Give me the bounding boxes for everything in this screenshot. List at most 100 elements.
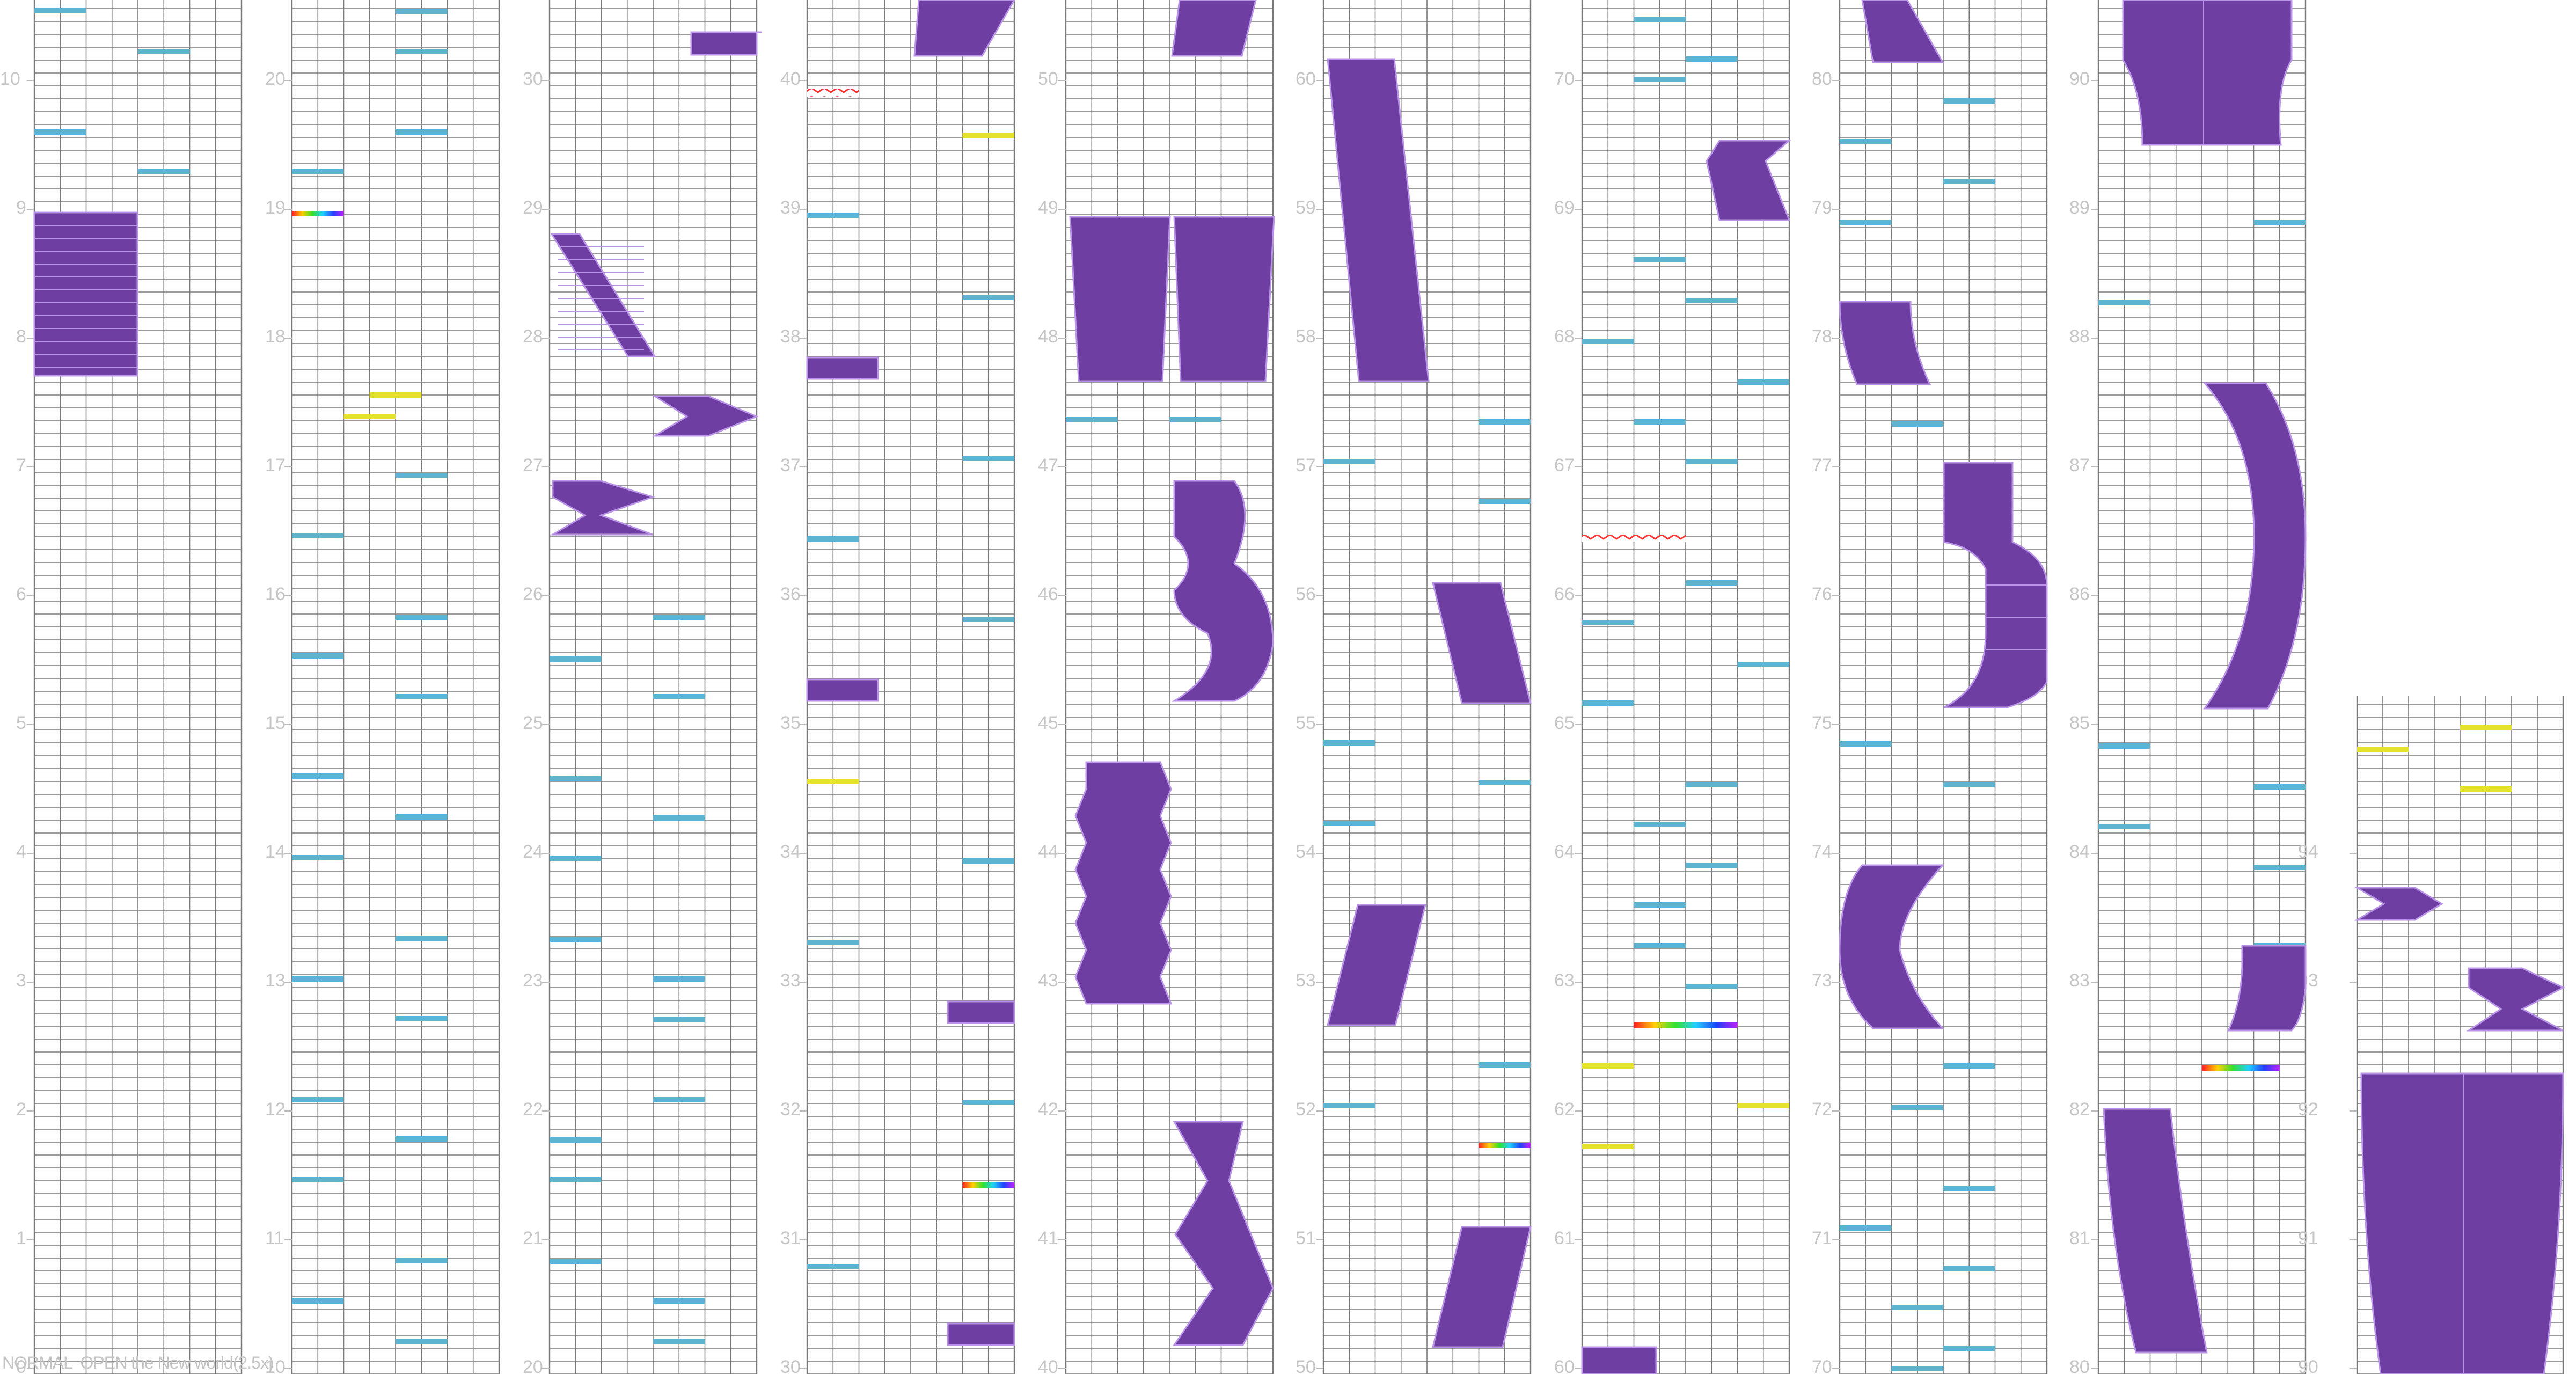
mode-indicator: NORMAL [2, 1353, 72, 1372]
tap-note [396, 936, 448, 941]
measure-number: 75 [1812, 713, 1832, 733]
measure-number: 63 [1554, 970, 1575, 991]
measure-number: 71 [1812, 1228, 1832, 1248]
measure-number: 26 [523, 584, 543, 604]
tap-note [2098, 824, 2150, 829]
measure-number: 70 [1554, 69, 1575, 89]
measure-number: 52 [1296, 1099, 1316, 1120]
tap-note [138, 169, 190, 174]
tap-note [1479, 780, 1531, 785]
tap-note [1840, 741, 1892, 747]
hold-note [1069, 216, 1171, 382]
measure-number: 1 [16, 1228, 26, 1248]
measure-number: 8 [16, 326, 26, 347]
tap-note [1582, 339, 1634, 344]
measure-number: 41 [1038, 1228, 1058, 1248]
measure-number: 11 [265, 1228, 284, 1248]
measure-number: 49 [1038, 198, 1058, 218]
tap-note [1634, 257, 1686, 262]
tap-note [653, 615, 705, 620]
measure-number: 42 [1038, 1099, 1058, 1120]
rainbow-note [962, 1182, 1014, 1188]
status-bar: NORMAL OPEN the New world(2.5x) [2, 1353, 274, 1373]
tap-note [1634, 943, 1686, 948]
tap-note [962, 295, 1014, 300]
tap-note [653, 976, 705, 982]
hold-note [1861, 0, 1944, 63]
measure-number: 79 [1812, 198, 1832, 218]
measure-number: 16 [265, 584, 286, 604]
tap-note [653, 1017, 705, 1022]
tap-note [1323, 459, 1375, 464]
measure-number: 12 [265, 1099, 286, 1120]
hold-note [690, 31, 762, 56]
hold-note [806, 356, 879, 380]
status-text: OPEN the New world(2.5x) [80, 1353, 274, 1372]
tap-note [396, 814, 448, 820]
measure-number: 94 [2298, 842, 2318, 862]
hold-note [1839, 864, 1945, 1029]
tap-note [653, 1298, 705, 1304]
tap-note [1840, 1225, 1892, 1231]
measure-number: 51 [1296, 1228, 1316, 1248]
measure-number: 47 [1038, 455, 1058, 476]
tap-note [292, 855, 344, 860]
hold-note [1581, 1346, 1657, 1374]
measure-number: 70 [1812, 1357, 1832, 1374]
measure-number: 57 [1296, 455, 1316, 476]
tap-note [962, 1100, 1014, 1105]
measure-number: 90 [2069, 69, 2090, 89]
tap-note [396, 473, 448, 478]
tap-note [653, 1097, 705, 1102]
tap-note [2253, 865, 2306, 870]
tap-note [1169, 417, 1221, 422]
measure-number: 53 [1296, 970, 1316, 991]
tap-note [396, 9, 448, 14]
flick-note [2357, 747, 2409, 752]
measure-number: 43 [1038, 970, 1058, 991]
measure-number: 14 [265, 842, 286, 862]
hold-note [550, 480, 655, 536]
measure-number: 80 [2069, 1357, 2090, 1374]
measure-number: 44 [1038, 842, 1058, 862]
tap-note [292, 976, 344, 982]
measure-number: 83 [2069, 970, 2090, 991]
measure-number: 40 [1038, 1357, 1058, 1374]
flick-note [2460, 725, 2512, 730]
tap-note [1634, 902, 1686, 908]
measure-number: 10 [0, 69, 20, 89]
tap-note [1840, 139, 1892, 144]
tap-note [653, 1339, 705, 1344]
measure-number: 76 [1812, 584, 1832, 604]
tap-note [550, 1177, 602, 1182]
tap-note [2253, 220, 2306, 225]
measure-number: 85 [2069, 713, 2090, 733]
tap-note [292, 653, 344, 659]
measure-number: 18 [265, 326, 286, 347]
measure-number: 78 [1812, 326, 1832, 347]
measure-number: 72 [1812, 1099, 1832, 1120]
hold-note [1327, 904, 1426, 1026]
tap-note [1634, 77, 1686, 82]
tap-note [1634, 822, 1686, 827]
hold-note [1706, 140, 1792, 221]
rainbow-note [1479, 1143, 1531, 1148]
measure-number: 20 [265, 69, 286, 89]
measure-number: 27 [523, 455, 543, 476]
tap-note [292, 1097, 344, 1102]
measure-number: 67 [1554, 455, 1575, 476]
measure-number: 87 [2069, 455, 2090, 476]
measure-number: 21 [523, 1228, 543, 1248]
hold-note [2227, 945, 2307, 1032]
measure-number: 32 [780, 1099, 801, 1120]
measure-number: 58 [1296, 326, 1316, 347]
measure-number: 38 [780, 326, 801, 347]
tap-note [807, 940, 859, 945]
hold-note [2466, 967, 2565, 1032]
tap-note [807, 213, 859, 218]
tap-note [396, 1016, 448, 1021]
tap-note [396, 1258, 448, 1263]
measure-number: 48 [1038, 326, 1058, 347]
